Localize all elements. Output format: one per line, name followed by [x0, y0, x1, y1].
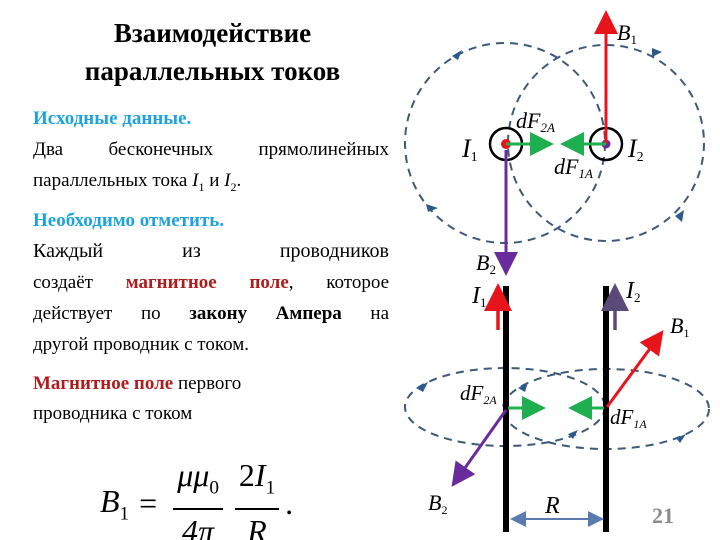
field-section: Магнитное поле первого проводника с токо…	[33, 369, 389, 429]
formula-lhs: B1	[100, 482, 130, 524]
text-line: Магнитное поле первого	[33, 373, 242, 394]
field-direction-arrowheads	[426, 48, 684, 222]
label-I2: I2	[625, 278, 641, 305]
label-dF1A: dF1A	[610, 405, 647, 431]
label-B1: B1	[670, 313, 689, 340]
text-line: Два бесконечных прямолинейных	[33, 139, 389, 160]
field-direction-arrowheads	[416, 382, 686, 443]
formula-dot: .	[285, 485, 294, 522]
label-B1: B1	[617, 20, 637, 47]
slide-title: Взаимодействие параллельных токов	[40, 14, 385, 90]
label-dF2A: dF2A	[460, 381, 497, 407]
section-heading: Необходимо отметить.	[33, 210, 225, 231]
text-line: действует по закону Ампера на	[33, 303, 390, 324]
side-view: R I1 I2 B1 B2 dF2A dF1A	[404, 278, 710, 532]
note-section: Необходимо отметить. Каждый из проводник…	[33, 205, 389, 360]
equals-sign: =	[139, 485, 158, 522]
title-line: Взаимодействие	[113, 18, 312, 48]
text-line: Каждый из проводников	[33, 240, 389, 262]
field-line-2	[507, 44, 705, 242]
label-I2: I2	[627, 134, 644, 165]
label-I1: I1	[461, 134, 478, 165]
label-B2: B2	[476, 250, 496, 277]
top-view: I1 I2 dF2A dF1A B1 B2	[404, 10, 705, 277]
B1-vector	[605, 330, 664, 408]
B2-vector	[451, 409, 508, 487]
label-R: R	[544, 493, 560, 519]
label-dF2A: dF2A	[516, 108, 555, 135]
label-B2: B2	[428, 490, 447, 517]
page-number: 21	[652, 503, 674, 528]
initial-data-section: Исходные данные. Два бесконечных прямоли…	[33, 103, 389, 203]
label-I1: I1	[471, 283, 487, 310]
text-line: другой проводник с током.	[33, 334, 250, 355]
text-line: создаёт магнитное поле, которое	[33, 272, 390, 293]
text-line: параллельных тока I1 и I2.	[33, 170, 242, 194]
text-line: проводника с током	[33, 403, 193, 424]
label-dF1A: dF1A	[554, 154, 593, 181]
section-heading: Исходные данные.	[33, 108, 192, 129]
title-line: параллельных токов	[84, 56, 341, 86]
